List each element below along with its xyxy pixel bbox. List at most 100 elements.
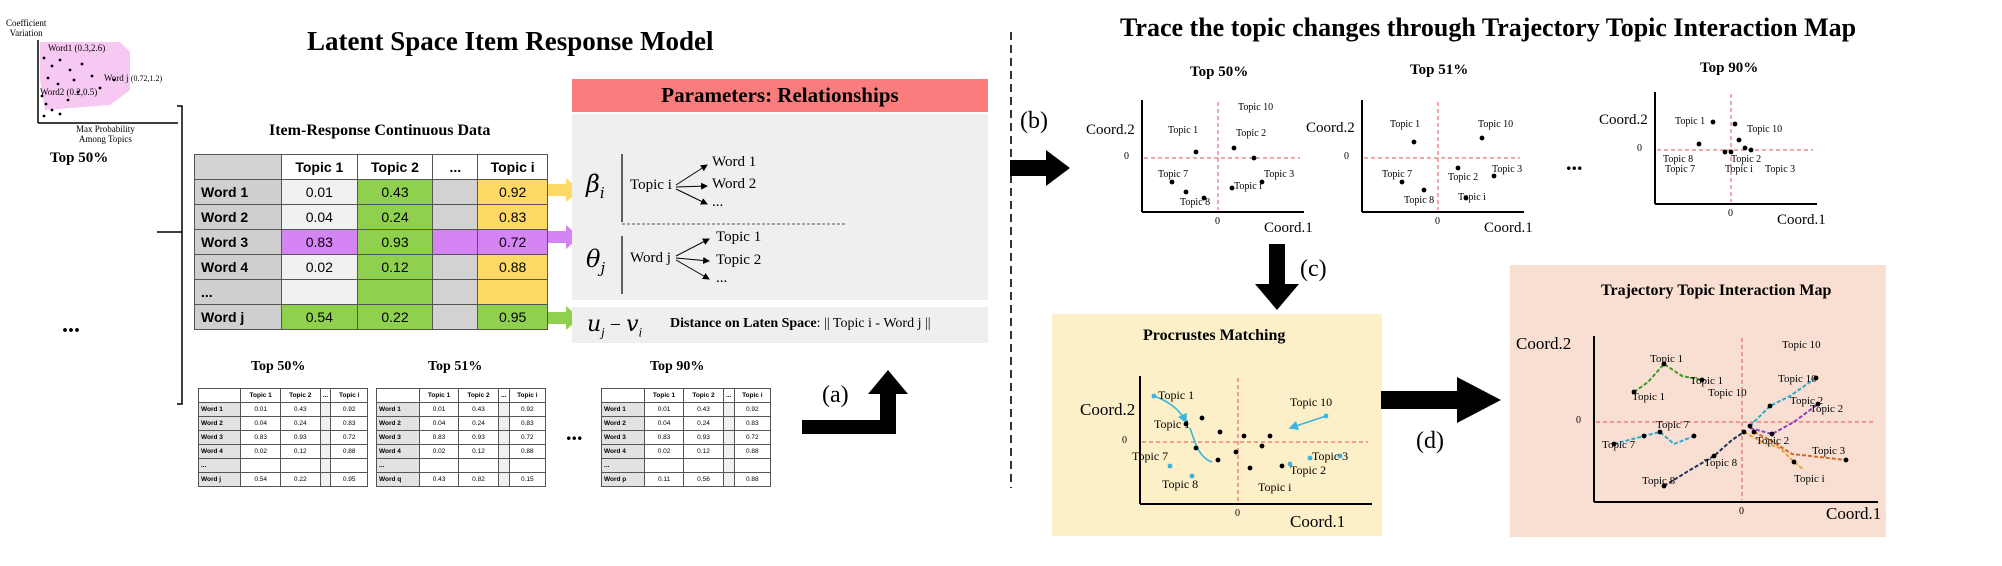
dist-v: v bbox=[626, 312, 639, 337]
map-zero-x: 0 bbox=[1728, 208, 1733, 219]
topic-label: Topic 1 bbox=[1632, 391, 1665, 403]
small-table-cell: 0.88 bbox=[733, 472, 772, 487]
trajectory-line bbox=[1153, 395, 1187, 424]
topic-point bbox=[1169, 179, 1175, 185]
step-b-arrow bbox=[1010, 150, 1070, 186]
small-table-cell bbox=[722, 416, 735, 431]
map-zero-x: 0 bbox=[1739, 506, 1744, 517]
small-table-cell: ... bbox=[376, 458, 420, 473]
topic-point bbox=[1307, 455, 1313, 461]
small-table-cell: 0.04 bbox=[418, 416, 460, 431]
item-response-table: Topic 1 Topic 2 ... Topic i Word 1 0.01 … bbox=[194, 154, 548, 330]
step-d-arrow bbox=[1381, 377, 1501, 423]
beta-subscript: i bbox=[599, 183, 605, 202]
dist-minus: − bbox=[604, 314, 627, 336]
theta-symbol: θj bbox=[586, 245, 605, 277]
topic-label: Topic i bbox=[1794, 473, 1825, 485]
small-table-cell bbox=[418, 458, 460, 473]
table-cell: 0.92 bbox=[477, 179, 548, 205]
small-table-cell: 0.82 bbox=[458, 472, 499, 487]
topic-label: Topic 7 bbox=[1158, 169, 1188, 180]
small-table-title-1: Top 50% bbox=[251, 359, 306, 374]
topic-point bbox=[1611, 441, 1617, 447]
topic-point bbox=[1815, 401, 1821, 407]
mini-label-wordj-name: Word j bbox=[104, 73, 129, 83]
col-header-topic2: Topic 2 bbox=[356, 154, 434, 180]
dist-u: u bbox=[587, 312, 602, 337]
small-table-cell: 0.83 bbox=[418, 430, 460, 445]
small-table-cell: 0.02 bbox=[418, 444, 460, 459]
topic-point bbox=[1728, 149, 1734, 155]
small-table-cell bbox=[319, 472, 332, 487]
theta-subscript: j bbox=[600, 258, 606, 277]
topic-label: Topic 1 bbox=[1154, 417, 1190, 431]
small-table-cell: 0.56 bbox=[683, 472, 724, 487]
small-table-cell: Word p bbox=[601, 472, 645, 487]
map-zero-x: 0 bbox=[1215, 216, 1220, 227]
trajectory-line bbox=[1189, 427, 1213, 463]
small-table-cell: 0.93 bbox=[458, 430, 499, 445]
table-cell: 0.02 bbox=[281, 254, 358, 280]
topic-label: Topic 8 bbox=[1704, 457, 1738, 469]
dist-u-sub: j bbox=[601, 324, 605, 340]
step-d-label: (d) bbox=[1416, 428, 1444, 454]
topic-point bbox=[1843, 457, 1849, 463]
small-table-cell bbox=[319, 444, 332, 459]
topic-point bbox=[1231, 145, 1237, 151]
small-table-cell: 0.88 bbox=[330, 444, 368, 459]
small-table-cell: Word j bbox=[197, 472, 242, 487]
distance-description: Distance on Laten Space: || Topic i - Wo… bbox=[670, 316, 931, 332]
small-table-cell bbox=[722, 402, 735, 417]
table-cell: 0.83 bbox=[477, 204, 548, 230]
small-table-header-cell: Topic 2 bbox=[279, 388, 321, 403]
topic-label: Topic 3 bbox=[1812, 445, 1846, 457]
small-table-cell bbox=[508, 458, 547, 473]
small-table-cell bbox=[497, 458, 510, 473]
small-table-cell: 0.12 bbox=[683, 444, 724, 459]
topic-label: Topic i bbox=[1234, 181, 1262, 192]
topic-point bbox=[1767, 403, 1773, 409]
small-table-cell bbox=[497, 444, 510, 459]
small-table-cell: 0.88 bbox=[508, 444, 547, 459]
table-corner bbox=[194, 154, 282, 180]
topic-label: Topic 10 bbox=[1747, 124, 1782, 135]
topic-label: Topic 10 bbox=[1238, 102, 1273, 113]
map-xlabel: Coord.1 bbox=[1777, 212, 1826, 228]
small-table-cell bbox=[319, 458, 332, 473]
trajectory-panel bbox=[1510, 265, 1886, 537]
map-title: Top 90% bbox=[1700, 60, 1759, 76]
topic-label: Topic 7 bbox=[1382, 169, 1412, 180]
small-table-cell: 0.01 bbox=[643, 402, 685, 417]
procrustes-title: Procrustes Matching bbox=[1143, 327, 1286, 344]
beta-target-1: Word 1 bbox=[712, 154, 757, 170]
trajectory-line bbox=[1749, 377, 1817, 427]
params-panel bbox=[572, 114, 988, 300]
trajectory-line bbox=[1288, 415, 1327, 431]
topic-label: Topic i bbox=[1258, 480, 1292, 494]
maps-ellipsis: ... bbox=[1566, 150, 1583, 175]
map-xlabel: Coord.1 bbox=[1484, 220, 1533, 236]
mini-label-word1: Word1 (0.3,2.6) bbox=[48, 43, 106, 53]
small-table-cell: 0.04 bbox=[240, 416, 281, 431]
small-table-cell: 0.22 bbox=[279, 472, 321, 487]
small-table-row: ... bbox=[601, 458, 772, 473]
small-table-title-2: Top 51% bbox=[428, 359, 483, 374]
mini-points bbox=[40, 56, 116, 118]
theta-target-1: Topic 1 bbox=[716, 229, 762, 245]
topic-label: Topic 3 bbox=[1492, 164, 1522, 175]
map-zero-x: 0 bbox=[1235, 508, 1240, 519]
table-cell bbox=[432, 179, 479, 205]
topic-point bbox=[1463, 195, 1469, 201]
mini-xlabel-line2: Among Topics bbox=[78, 134, 132, 144]
topic-point bbox=[1813, 375, 1819, 381]
trajectory-line bbox=[1749, 403, 1819, 436]
mini-xlabel-line1: Max Probability bbox=[76, 124, 135, 134]
topic-point bbox=[1736, 137, 1742, 143]
map-title: Top 50% bbox=[1190, 64, 1249, 80]
distance-label: Distance on Laten Space bbox=[670, 316, 817, 331]
small-table-header-cell: Topic i bbox=[330, 388, 368, 403]
map-ylabel: Coord.2 bbox=[1306, 120, 1355, 136]
